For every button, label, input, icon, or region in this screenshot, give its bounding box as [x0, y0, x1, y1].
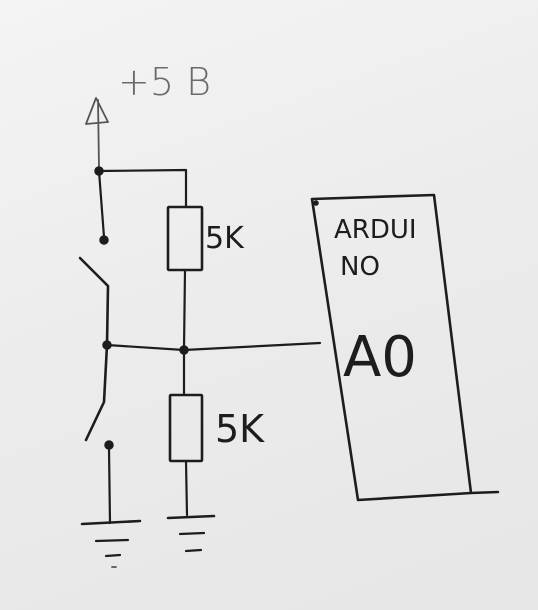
arduino-label-line1: ARDUI: [334, 215, 417, 245]
ground-symbol-right: [166, 514, 216, 553]
top-resistor-label: 5K: [205, 221, 245, 256]
switch-contact-top: [99, 235, 109, 245]
arduino-corner-mark: [313, 200, 319, 206]
wire-supply-to-top-resistor: [97, 168, 188, 209]
arduino-label-line2: NO: [340, 252, 380, 282]
bottom-resistor: [168, 393, 204, 463]
wire-top-resistor-to-node: [182, 268, 187, 351]
arduino-pin-label: A0: [343, 325, 417, 390]
arduino-board: [310, 193, 500, 502]
bottom-resistor-label: 5K: [215, 407, 265, 451]
switch-arm-bottom: [84, 343, 109, 442]
switch-arm-top: [78, 256, 110, 347]
top-resistor: [166, 205, 204, 272]
wire-bottom-resistor-to-ground: [184, 459, 189, 517]
wire-switch-to-ground: [107, 447, 112, 525]
wire-supply-to-switch: [97, 169, 106, 239]
supply-label: +5 B: [118, 60, 211, 104]
wire-node-to-arduino: [105, 341, 322, 352]
ground-symbol-left: [80, 519, 142, 568]
supply-arrow: [85, 97, 109, 169]
switch-contact-bottom: [104, 440, 114, 450]
